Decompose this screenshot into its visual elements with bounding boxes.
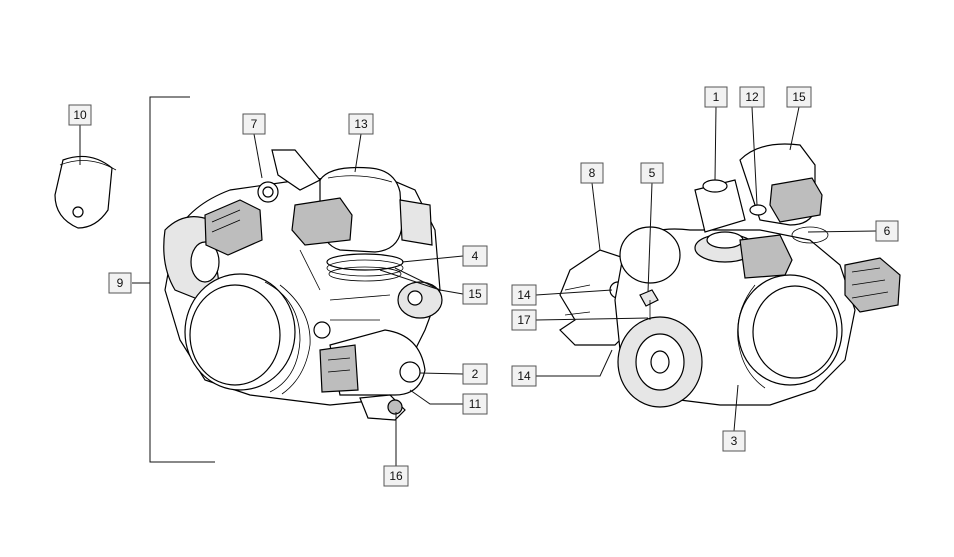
callout-9: 9 (108, 272, 132, 294)
callout-14-upper-text: 14 (517, 288, 531, 302)
callout-3-text: 3 (731, 434, 738, 448)
callout-7-text: 7 (251, 117, 258, 131)
top-sensor-assembly (694, 143, 829, 279)
callout-7: 7 (242, 113, 266, 135)
callout-1-text: 1 (713, 90, 720, 104)
callout-1: 1 (704, 86, 728, 108)
callout-14-lower-text: 14 (517, 369, 531, 383)
callout-4-text: 4 (472, 249, 479, 263)
right-throttle-body-assembly (559, 143, 901, 408)
adjust-screw-part (359, 394, 406, 421)
callout-14-upper: 14 (511, 284, 537, 306)
callout-17-text: 17 (517, 313, 531, 327)
leader-lines (79, 106, 877, 466)
callout-13: 13 (348, 113, 374, 135)
callout-14-lower: 14 (511, 365, 537, 387)
callout-4: 4 (462, 245, 488, 267)
callout-9-text: 9 (117, 276, 124, 290)
callout-6-text: 6 (884, 224, 891, 238)
callout-13-text: 13 (354, 117, 368, 131)
callout-8-text: 8 (589, 166, 596, 180)
callout-12-text: 12 (745, 90, 759, 104)
assembly-bracket (149, 96, 215, 463)
callout-16: 16 (383, 465, 409, 487)
callout-15-left: 15 (462, 283, 488, 305)
callout-17: 17 (511, 309, 537, 331)
callout-15-right-text: 15 (792, 90, 806, 104)
throttle-body-right (614, 226, 901, 408)
callout-12: 12 (739, 86, 765, 108)
callout-10: 10 (68, 104, 92, 126)
callout-3: 3 (722, 430, 746, 452)
idle-control-valve-part (319, 329, 426, 396)
gasket-plate-part (54, 155, 117, 229)
callout-10-text: 10 (73, 108, 87, 122)
callout-8: 8 (580, 162, 604, 184)
callout-6: 6 (875, 220, 899, 242)
callout-2-text: 2 (472, 367, 479, 381)
callout-5: 5 (640, 162, 664, 184)
left-throttle-body-assembly (54, 96, 443, 463)
callout-16-text: 16 (389, 469, 403, 483)
callout-15-left-text: 15 (468, 287, 482, 301)
callout-2: 2 (462, 363, 488, 385)
callout-11-text: 11 (469, 397, 482, 411)
callout-15-right: 15 (786, 86, 812, 108)
connector-part (204, 149, 353, 256)
callout-11: 11 (462, 393, 488, 415)
callout-5-text: 5 (649, 166, 656, 180)
